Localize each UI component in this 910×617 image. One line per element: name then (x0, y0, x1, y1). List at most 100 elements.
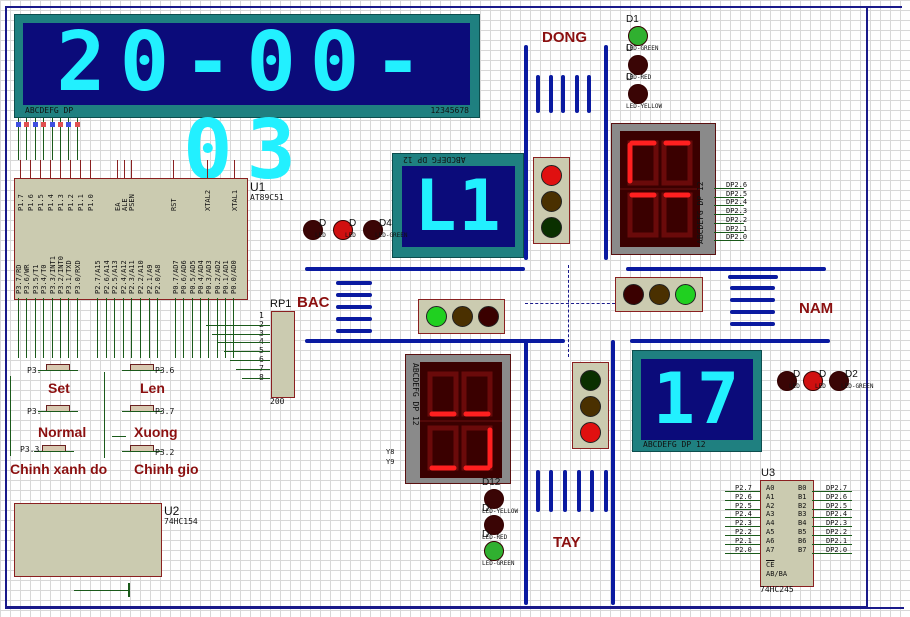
u1-pin-label: P1.4 (47, 194, 55, 211)
road-marking (336, 281, 372, 285)
wire (725, 517, 760, 519)
u1-pin-label: P1.0 (87, 194, 95, 211)
road-marking (536, 470, 540, 512)
u1-pin-label: P1.1 (77, 194, 85, 211)
u1-pin-label: P0.0/AD0 (230, 260, 239, 294)
wire (714, 214, 744, 216)
button-contact (38, 370, 78, 371)
button-contact (122, 451, 162, 452)
wire (68, 118, 70, 160)
pin-marker (32, 122, 38, 127)
u2-ref: U2 (164, 504, 180, 518)
display-dong-pin-label: DP2.1 (726, 224, 748, 233)
u1-pin-label: P3.4/T0 (40, 264, 49, 294)
road-marking (575, 75, 579, 113)
display-nam-label: ABCDEFG DP 12 (643, 440, 706, 449)
display-tay-segments (420, 371, 502, 471)
u1-pin-wire (26, 298, 28, 358)
u3-b-pin: B6 (798, 536, 807, 545)
road-marking (590, 470, 594, 512)
u1-pin-label: P1.7 (17, 194, 25, 211)
u1-pin-wire (105, 298, 107, 358)
led-type: LED (345, 232, 356, 239)
led-type: LED (789, 383, 800, 390)
u3-input-label: P2.5 (735, 501, 752, 510)
wire (26, 118, 28, 160)
wire (206, 324, 270, 326)
road-marking (305, 339, 565, 343)
main-display-digit-label: 12345678 (430, 106, 469, 115)
road-marking (630, 339, 830, 343)
rp1-pin-number: 2 (259, 320, 264, 329)
display-tay: ABCDEFG DP 12 (405, 354, 511, 484)
u2-decoder[interactable] (14, 503, 162, 577)
u1-pin-label: P1.5 (37, 194, 45, 211)
led-ref: D (626, 72, 634, 83)
u1-pin-label: P0.6/AD6 (180, 260, 189, 294)
led-type: LED (315, 232, 326, 239)
u1-pin-wire (43, 298, 45, 358)
button-contact (122, 411, 162, 412)
traffic-light-nam-red (623, 284, 644, 305)
road-marking (730, 286, 775, 290)
led-ref: D (349, 218, 357, 229)
road-marking (524, 340, 528, 605)
rp1-pin-number: 3 (259, 329, 264, 338)
rp1-resistor-pack[interactable] (271, 311, 295, 398)
led-type: LED-GREEN (626, 45, 659, 52)
display-bac-screen: L1 (402, 165, 515, 247)
wire (714, 222, 744, 224)
u3-b-pin: B4 (798, 519, 807, 528)
u1-pin-stub (234, 160, 235, 178)
led-ref: D (319, 218, 327, 229)
u1-pin-wire (175, 298, 176, 358)
wire (812, 526, 852, 528)
button-contact (34, 451, 74, 452)
u1-microcontroller[interactable] (14, 178, 248, 300)
wire (725, 526, 760, 528)
button-pin-label: P3.6 (155, 366, 175, 375)
u3-input-label: P2.3 (735, 519, 752, 528)
main-7seg-display: 20-00-03 ABCDEFG DP 12345678 (14, 14, 480, 195)
u1-pin-label: P3.7/RD (15, 264, 23, 294)
u1-pin-label: P1.3 (57, 194, 65, 211)
u1-part: AT89C51 (250, 193, 284, 202)
pin-marker (66, 122, 72, 127)
display-nam: 17 ABCDEFG DP 12 (632, 350, 762, 452)
traffic-light-nam-yellow (649, 284, 670, 305)
u1-pin-label: P2.4/A12 (119, 260, 128, 294)
display-dong-label: ABCDEFG DP 12 (696, 181, 705, 244)
u3-output-label: DP2.3 (826, 519, 848, 528)
road-marking (728, 275, 778, 279)
u3-output-label: DP2.5 (826, 501, 848, 510)
pin-marker (49, 122, 55, 127)
led-type: LED-YELLOW (482, 508, 519, 515)
u3-buffer[interactable] (760, 480, 814, 587)
u3-output-label: DP2.0 (826, 545, 848, 554)
traffic-light-dong-yellow (541, 191, 562, 212)
led-ref: D1 (626, 14, 639, 25)
u1-pin-wire (148, 298, 150, 358)
u1-pin-wire (76, 298, 78, 358)
wire (236, 368, 270, 370)
u3-ce-pin: CE (766, 561, 775, 569)
u1-pin-wire (60, 298, 61, 358)
wire (60, 118, 61, 160)
rp1-pin-number: 6 (259, 355, 264, 364)
traffic-light-tay-red (580, 422, 601, 443)
display-tay-pin-label: Y8 (386, 448, 395, 456)
wire (812, 535, 852, 536)
traffic-light-dong (533, 157, 570, 244)
u1-pin-label: P2.5/A13 (111, 260, 120, 294)
wire (218, 342, 270, 344)
u1-pin-wire (191, 298, 193, 358)
wire (812, 508, 852, 510)
u1-pin-stub (60, 160, 61, 178)
u3-b-pin: B3 (798, 510, 807, 519)
u1-pin-stub (20, 160, 21, 178)
led-ref: D (793, 369, 801, 380)
road-marking (563, 470, 567, 512)
led-type: LED-RED (482, 534, 508, 541)
button-pin-label: P3.7 (155, 407, 175, 416)
wire (34, 118, 36, 160)
